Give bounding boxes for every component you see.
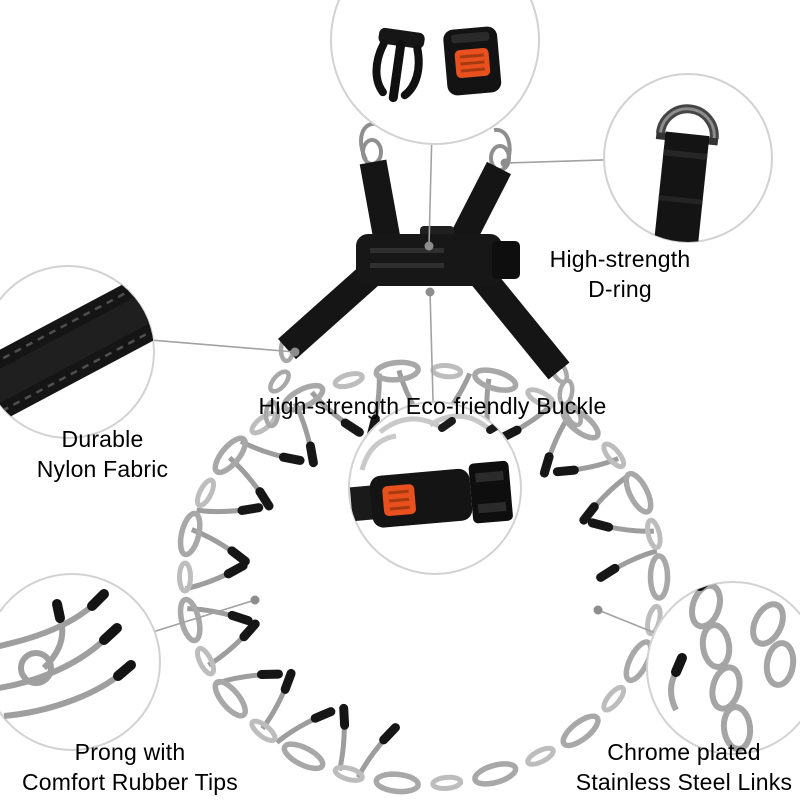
callout-chain xyxy=(646,581,800,755)
label-nylon: Durable Nylon Fabric xyxy=(5,424,200,484)
snap-hook-left xyxy=(359,121,383,166)
label-prong-line1: Prong with xyxy=(74,739,186,765)
callout-d-ring xyxy=(603,73,773,243)
label-chain: Chrome plated Stainless Steel Links xyxy=(558,737,800,797)
buckle-assembled xyxy=(349,460,513,528)
callout-nylon xyxy=(0,265,155,439)
label-eco-buckle: High-strength Eco-friendly Buckle xyxy=(225,391,640,421)
center-buckle xyxy=(356,226,520,286)
callout-buckle-parts xyxy=(330,0,540,145)
background-hooks xyxy=(359,413,492,471)
label-eco-buckle-text: High-strength Eco-friendly Buckle xyxy=(258,393,607,419)
label-prong: Prong with Comfort Rubber Tips xyxy=(5,737,255,797)
label-d-ring-line1: High-strength xyxy=(549,246,691,272)
label-nylon-line1: Durable xyxy=(61,426,144,452)
label-d-ring-line2: D-ring xyxy=(588,276,652,302)
label-nylon-line2: Nylon Fabric xyxy=(36,456,169,482)
label-d-ring: High-strength D-ring xyxy=(515,244,725,304)
callout-dots xyxy=(250,158,603,615)
chain-links xyxy=(668,582,797,752)
label-chain-line2: Stainless Steel Links xyxy=(575,769,793,795)
prong-collar-chain xyxy=(177,334,671,795)
label-chain-line1: Chrome plated xyxy=(607,739,761,765)
d-ring-strap xyxy=(652,104,719,242)
buckle-male-part xyxy=(372,27,425,103)
buckle-female-part xyxy=(443,26,502,96)
harness-straps xyxy=(278,121,570,380)
callout-prong xyxy=(0,573,161,751)
callout-eco-buckle xyxy=(348,401,522,575)
label-prong-line2: Comfort Rubber Tips xyxy=(22,769,238,795)
